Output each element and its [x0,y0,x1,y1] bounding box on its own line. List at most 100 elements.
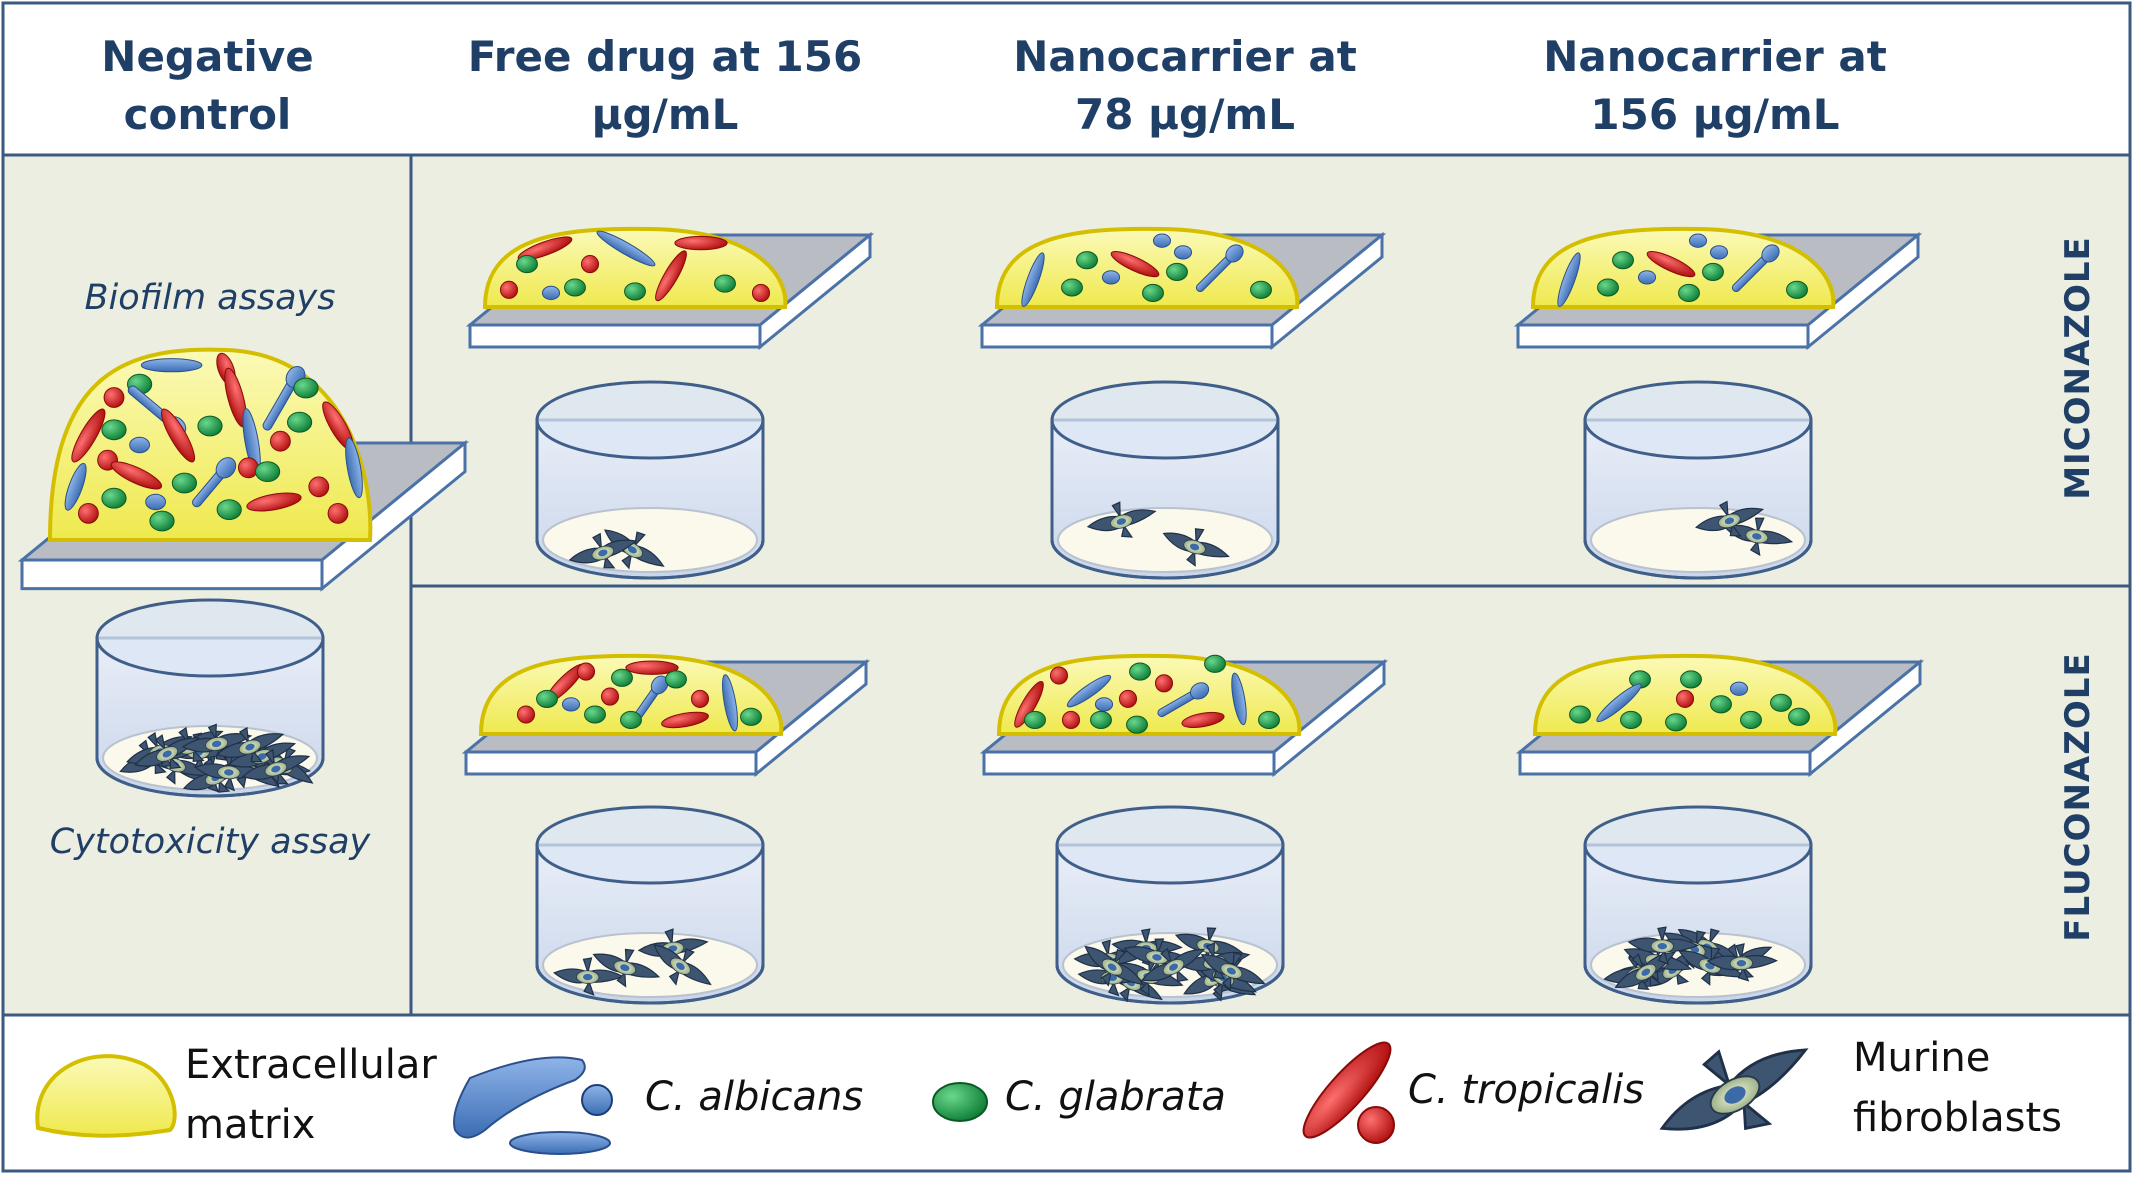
dish-bottom [542,932,758,998]
c-tropicalis-pseudohypha [1014,680,1044,728]
c-tropicalis-pseudohypha [517,236,573,261]
biofilm-miconazole-free-drug [465,226,875,351]
legend-label-line: Murine [1853,1035,1991,1081]
c-albicans-hypha [1557,252,1581,308]
fibroblast-nucleus [1752,533,1762,540]
c-glabrata-cell [1678,283,1700,303]
germ-tube-head [650,675,669,695]
slide-front-face [1516,323,1810,349]
c-albicans-hypha [596,230,656,267]
slide-side-face [1806,231,1920,351]
c-albicans-yeast-cell [1094,697,1114,712]
dish-fluconazole-nanocarrier-156 [1583,805,1813,1005]
column-header-negative-control: Negative control [15,26,400,146]
slide-side-face [1270,231,1384,351]
column-header-line: 156 µg/mL [1590,90,1840,139]
c-glabrata-cell [665,670,687,689]
column-header-line: Negative control [101,32,314,139]
c-tropicalis-yeast-cell [1357,1106,1395,1144]
c-glabrata-cell [1620,710,1642,730]
germ-tube-head [1190,682,1210,700]
negative-control-cytotoxicity-dish [95,598,325,798]
c-glabrata-cell [611,668,633,687]
c-albicans-germ-tube [1195,244,1244,292]
extracellular-matrix-dome [47,347,373,542]
fibroblast-nucleus [271,765,281,773]
c-tropicalis-yeast-cell [103,387,125,408]
c-albicans-hypha [1066,674,1112,708]
fibroblast-nucleus [620,964,630,972]
dish-rim-bottom [95,757,325,798]
c-glabrata-cell [149,510,175,532]
c-glabrata-cell [1142,283,1164,303]
c-tropicalis-yeast-cell [238,457,259,479]
c-tropicalis-pseudohypha [160,408,196,463]
c-albicans-yeast-cell [1637,270,1657,285]
murine-fibroblast [241,748,311,785]
c-albicans-hypha [453,1056,586,1139]
c-glabrata-cell [564,278,586,297]
c-tropicalis-yeast-cell [499,280,519,299]
c-albicans-hypha [1231,672,1247,726]
murine-fibroblast [1084,945,1145,987]
c-tropicalis-pseudohypha [110,461,163,490]
row-label-miconazole: MICONAZOLE [2058,236,2098,500]
fibroblast-nucleus [1107,963,1117,971]
c-albicans-yeast-cell [1729,681,1749,696]
murine-fibroblast [1723,517,1794,557]
c-glabrata-cell [1597,278,1619,297]
c-albicans-yeast-cell [145,493,167,511]
c-albicans-yeast-cell [1688,233,1708,248]
slide-side-face [320,439,467,592]
murine-fibroblast [1695,500,1765,537]
legend-c-glabrata-icon [932,1082,988,1122]
legend-icons [35,1041,1809,1155]
c-albicans-yeast-cell [1101,270,1121,285]
row-label-fluconazole: FLUCONAZOLE [2058,652,2098,942]
legend-c-tropicalis-icon [1302,1041,1395,1144]
c-glabrata-cell [1258,710,1280,730]
fibroblast-nucleus [582,973,593,981]
murine-fibroblast [1141,947,1206,983]
c-tropicalis-pseudohypha [625,660,679,675]
fibroblast-nucleus [224,769,234,776]
legend-label-c-glabrata: C. glabrata [1005,1074,1226,1120]
c-tropicalis-yeast-cell [516,705,536,724]
c-tropicalis-yeast-cell [78,503,99,524]
cytotoxicity-assay-label: Cytotoxicity assay [49,822,371,862]
legend-label-line: Extracellular [185,1042,437,1088]
c-tropicalis-yeast-cell [690,689,710,708]
fibroblast-nucleus [162,750,172,758]
c-glabrata-cell [101,419,127,441]
dish-miconazole-free-drug [535,380,765,580]
c-glabrata-cell [1569,705,1591,724]
dish-lid-top [1055,805,1285,885]
c-albicans-germ-tube [1157,682,1210,718]
murine-fibroblast [181,723,253,761]
c-glabrata-cell [1204,654,1226,673]
slide-front-face [982,750,1276,776]
murine-fibroblast [134,734,200,770]
c-albicans-hypha [345,437,363,499]
biofilm-miconazole-nanocarrier-156 [1513,226,1923,351]
dish-fluconazole-free-drug [535,805,765,1005]
fibroblast-nucleus [1152,954,1162,961]
slide-front-face [20,558,324,591]
fibroblast-nucleus [1189,543,1200,551]
c-tropicalis-yeast-cell [1154,674,1174,693]
legend-background [3,1015,2130,1171]
c-tropicalis-yeast-cell [1061,710,1081,730]
c-albicans-yeast-cell [129,436,151,454]
germ-tube-head [1761,244,1780,263]
murine-fibroblast [553,957,625,996]
negative-control-biofilm [17,347,470,592]
c-albicans-yeast-cell [561,697,581,712]
c-albicans-germ-tube [1731,244,1780,292]
slide-side-face [758,231,872,351]
murine-fibroblast [1086,501,1157,538]
diagram-scene [17,226,1925,1155]
c-glabrata-cell [1061,278,1083,297]
c-albicans-blastoconidium [509,1131,611,1155]
c-glabrata-cell [1788,707,1810,726]
murine-fibroblast [603,529,665,570]
